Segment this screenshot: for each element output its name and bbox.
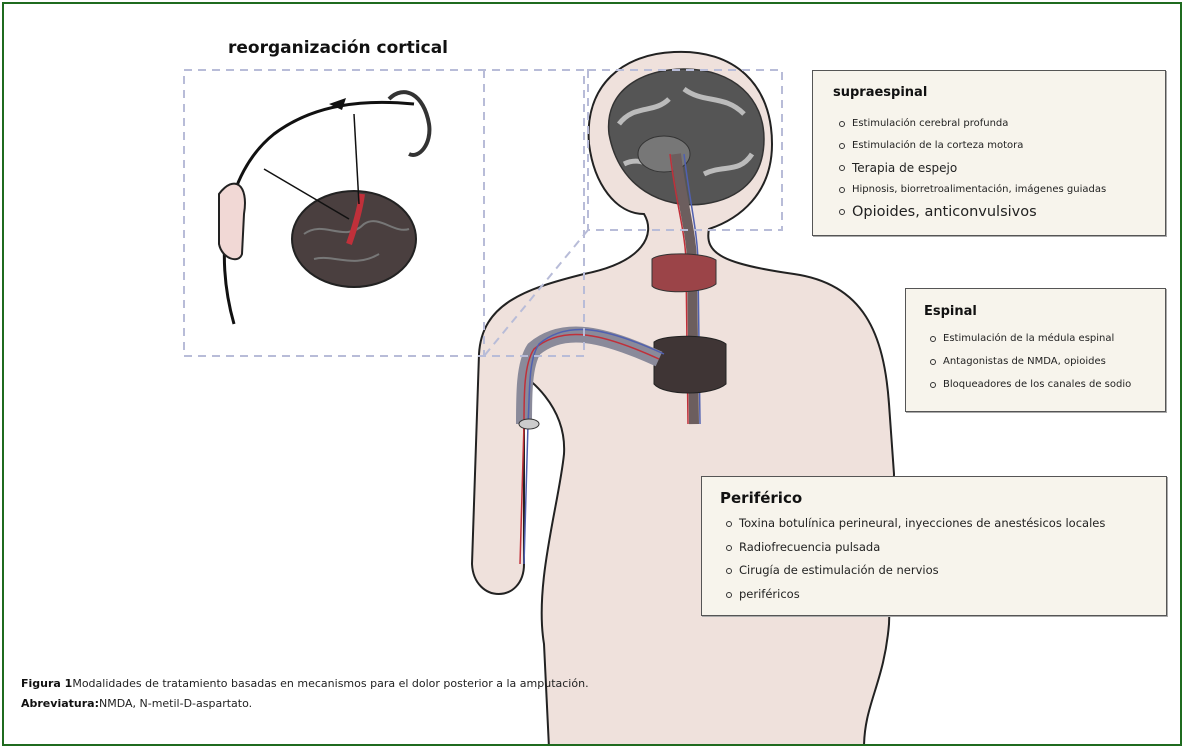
list-item: Cirugía de estimulación de nervios (726, 559, 1105, 583)
list-item: Terapia de espejo (839, 157, 1106, 179)
figure-caption: Figura 1Modalidades de tratamiento basad… (21, 674, 621, 714)
supraspinal-title: supraespinal (833, 85, 927, 100)
list-item: Radiofrecuencia pulsada (726, 536, 1105, 560)
list-item: Antagonistas de NMDA, opioides (930, 350, 1131, 373)
caption-label: Figura 1 (21, 677, 72, 690)
peripheral-title: Periférico (720, 489, 802, 507)
peripheral-list: Toxina botulínica perineural, inyeccione… (726, 512, 1105, 606)
homunculus-hand (219, 184, 245, 260)
list-item: Estimulación de la corteza motora (839, 135, 1106, 157)
supraspinal-box: supraespinal Estimulación cerebral profu… (812, 70, 1166, 236)
spinal-segment-lower (654, 336, 726, 393)
spinal-list: Estimulación de la médula espinal Antago… (930, 327, 1131, 396)
supraspinal-list: Estimulación cerebral profunda Estimulac… (839, 113, 1106, 223)
cortex-brain (292, 191, 416, 287)
list-item: Hipnosis, biorretroalimentación, imágene… (839, 179, 1106, 201)
list-item: Opioides, anticonvulsivos (839, 201, 1106, 223)
list-item: Toxina botulínica perineural, inyeccione… (726, 512, 1105, 536)
peripheral-box: Periférico Toxina botulínica perineural,… (701, 476, 1167, 616)
spinal-segment-upper (652, 254, 716, 292)
list-item: Bloqueadores de los canales de sodio (930, 373, 1131, 396)
caption-text: Modalidades de tratamiento basadas en me… (72, 677, 588, 690)
abbreviation-label: Abreviatura: (21, 697, 99, 710)
abbreviation-text: NMDA, N-metil-D-aspartato. (99, 697, 252, 710)
list-item: Estimulación cerebral profunda (839, 113, 1106, 135)
list-item: Estimulación de la médula espinal (930, 327, 1131, 350)
list-item: periféricos (726, 583, 1105, 607)
spinal-title: Espinal (924, 304, 977, 319)
cortical-reorganization-heading: reorganización cortical (228, 38, 448, 58)
spinal-box: Espinal Estimulación de la médula espina… (905, 288, 1166, 412)
